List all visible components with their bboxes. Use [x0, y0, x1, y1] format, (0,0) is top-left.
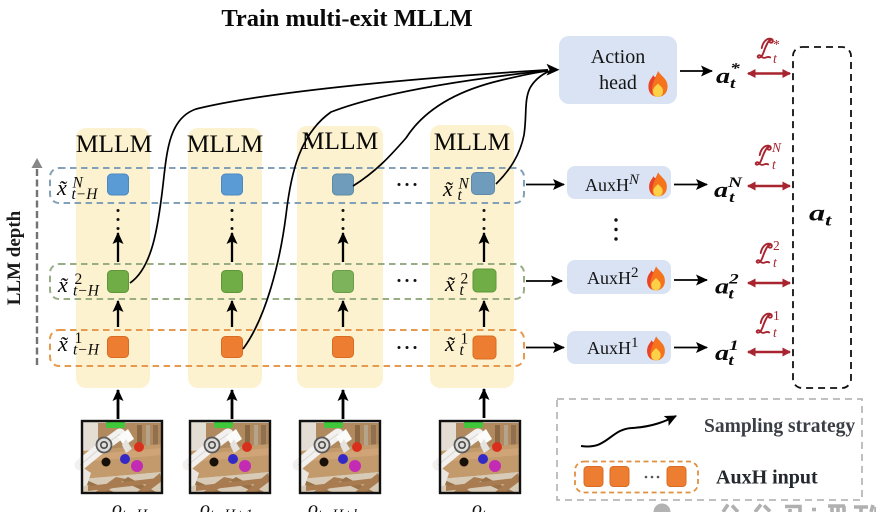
svg-text:2: 2 — [773, 238, 780, 253]
svg-text:Train multi-exit MLLM: Train multi-exit MLLM — [221, 5, 472, 32]
svg-text:AuxHN: AuxHN — [585, 172, 640, 195]
svg-text:MLLM: MLLM — [302, 126, 379, 155]
svg-text:1: 1 — [773, 308, 780, 323]
svg-text:AuxH input: AuxH input — [716, 467, 818, 489]
svg-text:N: N — [771, 140, 782, 155]
svg-text:t: t — [773, 255, 778, 270]
svg-text:t: t — [773, 51, 778, 66]
svg-text:Sampling strategy: Sampling strategy — [704, 416, 855, 437]
svg-text:a2t: a2t — [715, 270, 739, 302]
svg-text:ot: ot — [472, 498, 487, 512]
svg-text:head: head — [599, 72, 637, 94]
svg-text:Action: Action — [591, 46, 645, 68]
svg-text:ot−H+k: ot−H+k — [308, 498, 360, 512]
svg-text:MLLM: MLLM — [434, 127, 511, 156]
svg-text:MLLM: MLLM — [76, 129, 153, 158]
svg-text:a*t: a*t — [716, 60, 740, 92]
svg-text:*: * — [773, 37, 780, 52]
svg-text:t: t — [773, 325, 778, 340]
svg-text:LLM depth: LLM depth — [4, 210, 25, 305]
svg-text:at: at — [809, 201, 832, 230]
svg-text:MLLM: MLLM — [187, 129, 264, 158]
svg-text:t: t — [772, 157, 777, 172]
svg-text:ot−H+1: ot−H+1 — [200, 498, 253, 512]
svg-text:ot−H: ot−H — [112, 498, 148, 512]
svg-text:AuxH2: AuxH2 — [587, 265, 639, 288]
svg-text:AuxH1: AuxH1 — [587, 335, 639, 358]
svg-text:a1t: a1t — [715, 337, 739, 369]
svg-text:aNt: aNt — [714, 174, 743, 206]
